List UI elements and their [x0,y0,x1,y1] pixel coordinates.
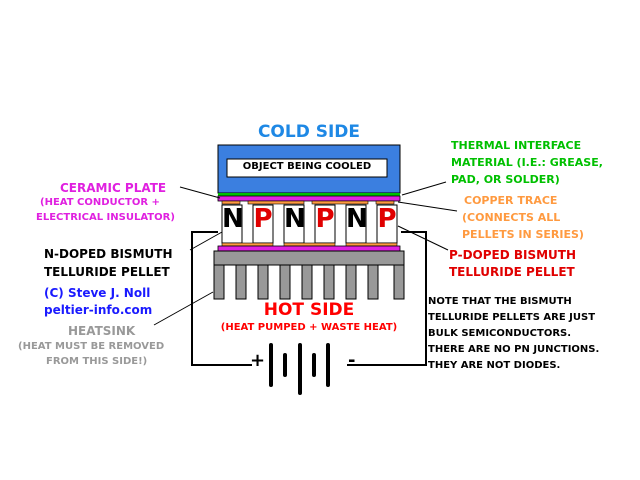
n-doped-label-2: TELLURIDE PELLET [44,265,170,279]
copper-label-1: COPPER TRACE [464,194,558,207]
ceramic-label-3: ELECTRICAL INSULATOR) [36,212,175,223]
tim-label-1: THERMAL INTERFACE [451,139,582,152]
battery-plus-sign: + [250,350,266,371]
heatsink-label: HEATSINK [68,324,136,338]
tim-label-2: MATERIAL (I.E.: GREASE, [451,156,603,169]
note-line-4: THERE ARE NO PN JUNCTIONS. [428,344,600,355]
ceramic-label-2: (HEAT CONDUCTOR + [40,197,160,208]
heatsink [213,250,405,300]
pellet-label-p2: P [315,204,335,234]
bottom-copper-traces [221,242,398,247]
website-text: peltier-info.com [44,303,153,317]
circuit-wire [191,231,427,366]
pointer-lines [153,181,458,326]
top-copper-traces [221,200,395,205]
object-label-box [226,158,388,178]
note-line-1: NOTE THAT THE BISMUTH [428,296,572,307]
heatsink-note-1: (HEAT MUST BE REMOVED [18,341,165,352]
copper-label-3: PELLETS IN SERIES) [462,228,584,241]
ceramic-label-1: CERAMIC PLATE [60,181,167,195]
hot-side-title: HOT SIDE [263,300,355,320]
note-line-3: BULK SEMICONDUCTORS. [428,328,572,339]
pellet-label-n3: N [346,204,368,234]
pellet-label-p1: P [253,204,273,234]
pellet-array [221,204,398,244]
p-doped-label-1: P-DOPED BISMUTH [449,248,577,262]
pellet-label-n2: N [284,204,306,234]
thermal-interface-layer [218,193,400,196]
bottom-ceramic-plate [217,245,401,252]
n-doped-label-1: N-DOPED BISMUTH [44,247,173,261]
copper-label-2: (CONNECTS ALL [462,211,561,224]
copyright-text: (C) Steve J. Noll [44,286,151,300]
hot-side-subtitle: (HEAT PUMPED + WASTE HEAT) [220,322,398,333]
object-being-cooled-label: OBJECT BEING COOLED [242,161,372,172]
p-doped-label-2: TELLURIDE PELLET [449,265,575,279]
pellet-label-n1: N [222,204,244,234]
battery-minus-sign: - [348,350,356,371]
tim-label-3: PAD, OR SOLDER) [451,173,560,186]
cold-side-title: COLD SIDE [257,122,361,142]
top-ceramic-plate [217,195,401,202]
note-line-5: THEY ARE NOT DIODES. [428,360,561,371]
heatsink-note-2: FROM THIS SIDE!) [46,356,148,367]
pellet-label-p3: P [377,204,397,234]
battery-icon [269,343,330,395]
note-line-2: TELLURIDE PELLETS ARE JUST [428,312,596,323]
